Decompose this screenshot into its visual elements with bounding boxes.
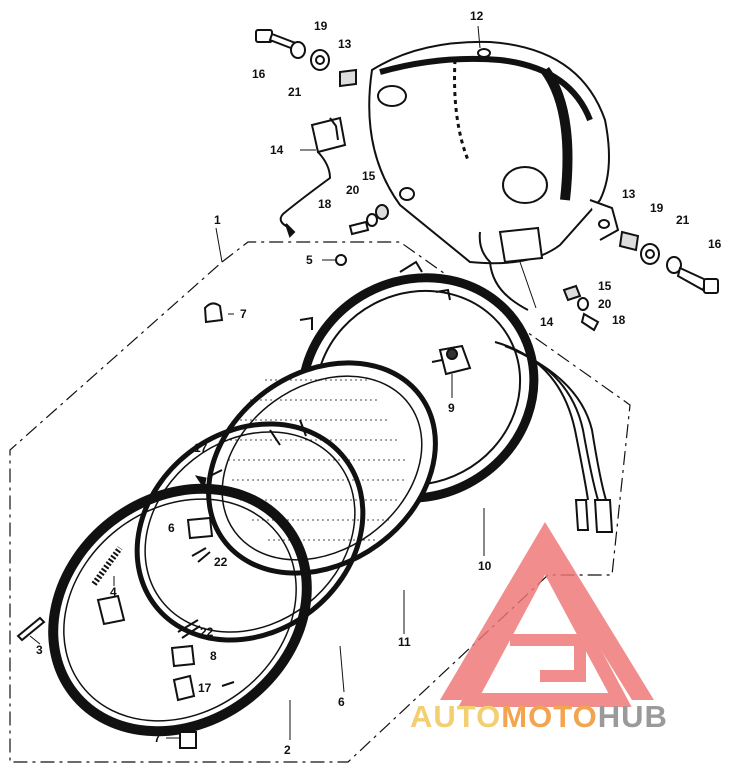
fasteners-upper-left [255,29,357,88]
callout-20-right: 20 [598,297,612,311]
watermark-logo [440,522,654,707]
callout-7-upper: 7 [240,307,247,321]
callout-13-right: 13 [622,187,636,201]
callout-16-right: 16 [708,237,722,251]
callout-7-lower: 7 [154,731,161,745]
callout-3: 3 [36,643,43,657]
callout-15-left: 15 [362,169,376,183]
callout-14-lower: 14 [540,315,554,329]
headlight-bezel [48,483,312,737]
callout-5: 5 [306,253,313,267]
watermark-moto: MOTO [501,699,598,734]
callout-4: 4 [110,585,117,599]
callout-12: 12 [470,9,484,23]
callout-18-left: 18 [318,197,332,211]
watermark-text: AUTOMOTOHUB [410,697,668,737]
callout-22-lower: 22 [200,625,214,639]
callout-20-left: 20 [346,183,360,197]
callout-18-right: 18 [612,313,626,327]
callout-17-upper: 17 [194,441,208,455]
small-parts-left [16,302,235,749]
callout-19-right: 19 [650,201,664,215]
callout-15-right: 15 [598,279,612,293]
watermark-hub: HUB [597,699,668,734]
callout-8-lower: 8 [210,649,217,663]
callout-6-clip: 6 [168,521,175,535]
callout-11: 11 [398,635,411,649]
callout-9: 9 [448,401,455,415]
callout-19-left: 19 [314,19,328,33]
callout-10: 10 [478,559,492,573]
headlight-housing [368,40,620,265]
watermark-auto: AUTO [410,699,502,734]
callout-21-right: 21 [676,213,690,227]
callout-14-upper: 14 [270,143,284,157]
callout-16-left: 16 [252,67,266,81]
bulb-socket [431,344,472,376]
callout-21-left: 21 [288,85,302,99]
callout-labels: 1 2 3 4 5 6 6 7 7 8 8 9 10 11 12 13 13 1… [36,9,722,757]
callout-13-left: 13 [338,37,352,51]
wire-leads [494,341,614,533]
wire-bracket-upper [279,116,347,238]
callout-2: 2 [284,743,291,757]
callout-22-upper: 22 [214,555,228,569]
leader-lines [29,25,537,740]
assembly-boundary [9,241,631,763]
callout-17-lower: 17 [198,681,212,695]
fasteners-side [348,204,600,332]
fasteners-upper-right [618,230,719,294]
callout-1: 1 [214,213,221,227]
wire-bracket-lower [478,226,544,311]
callout-6-ring: 6 [338,695,345,709]
